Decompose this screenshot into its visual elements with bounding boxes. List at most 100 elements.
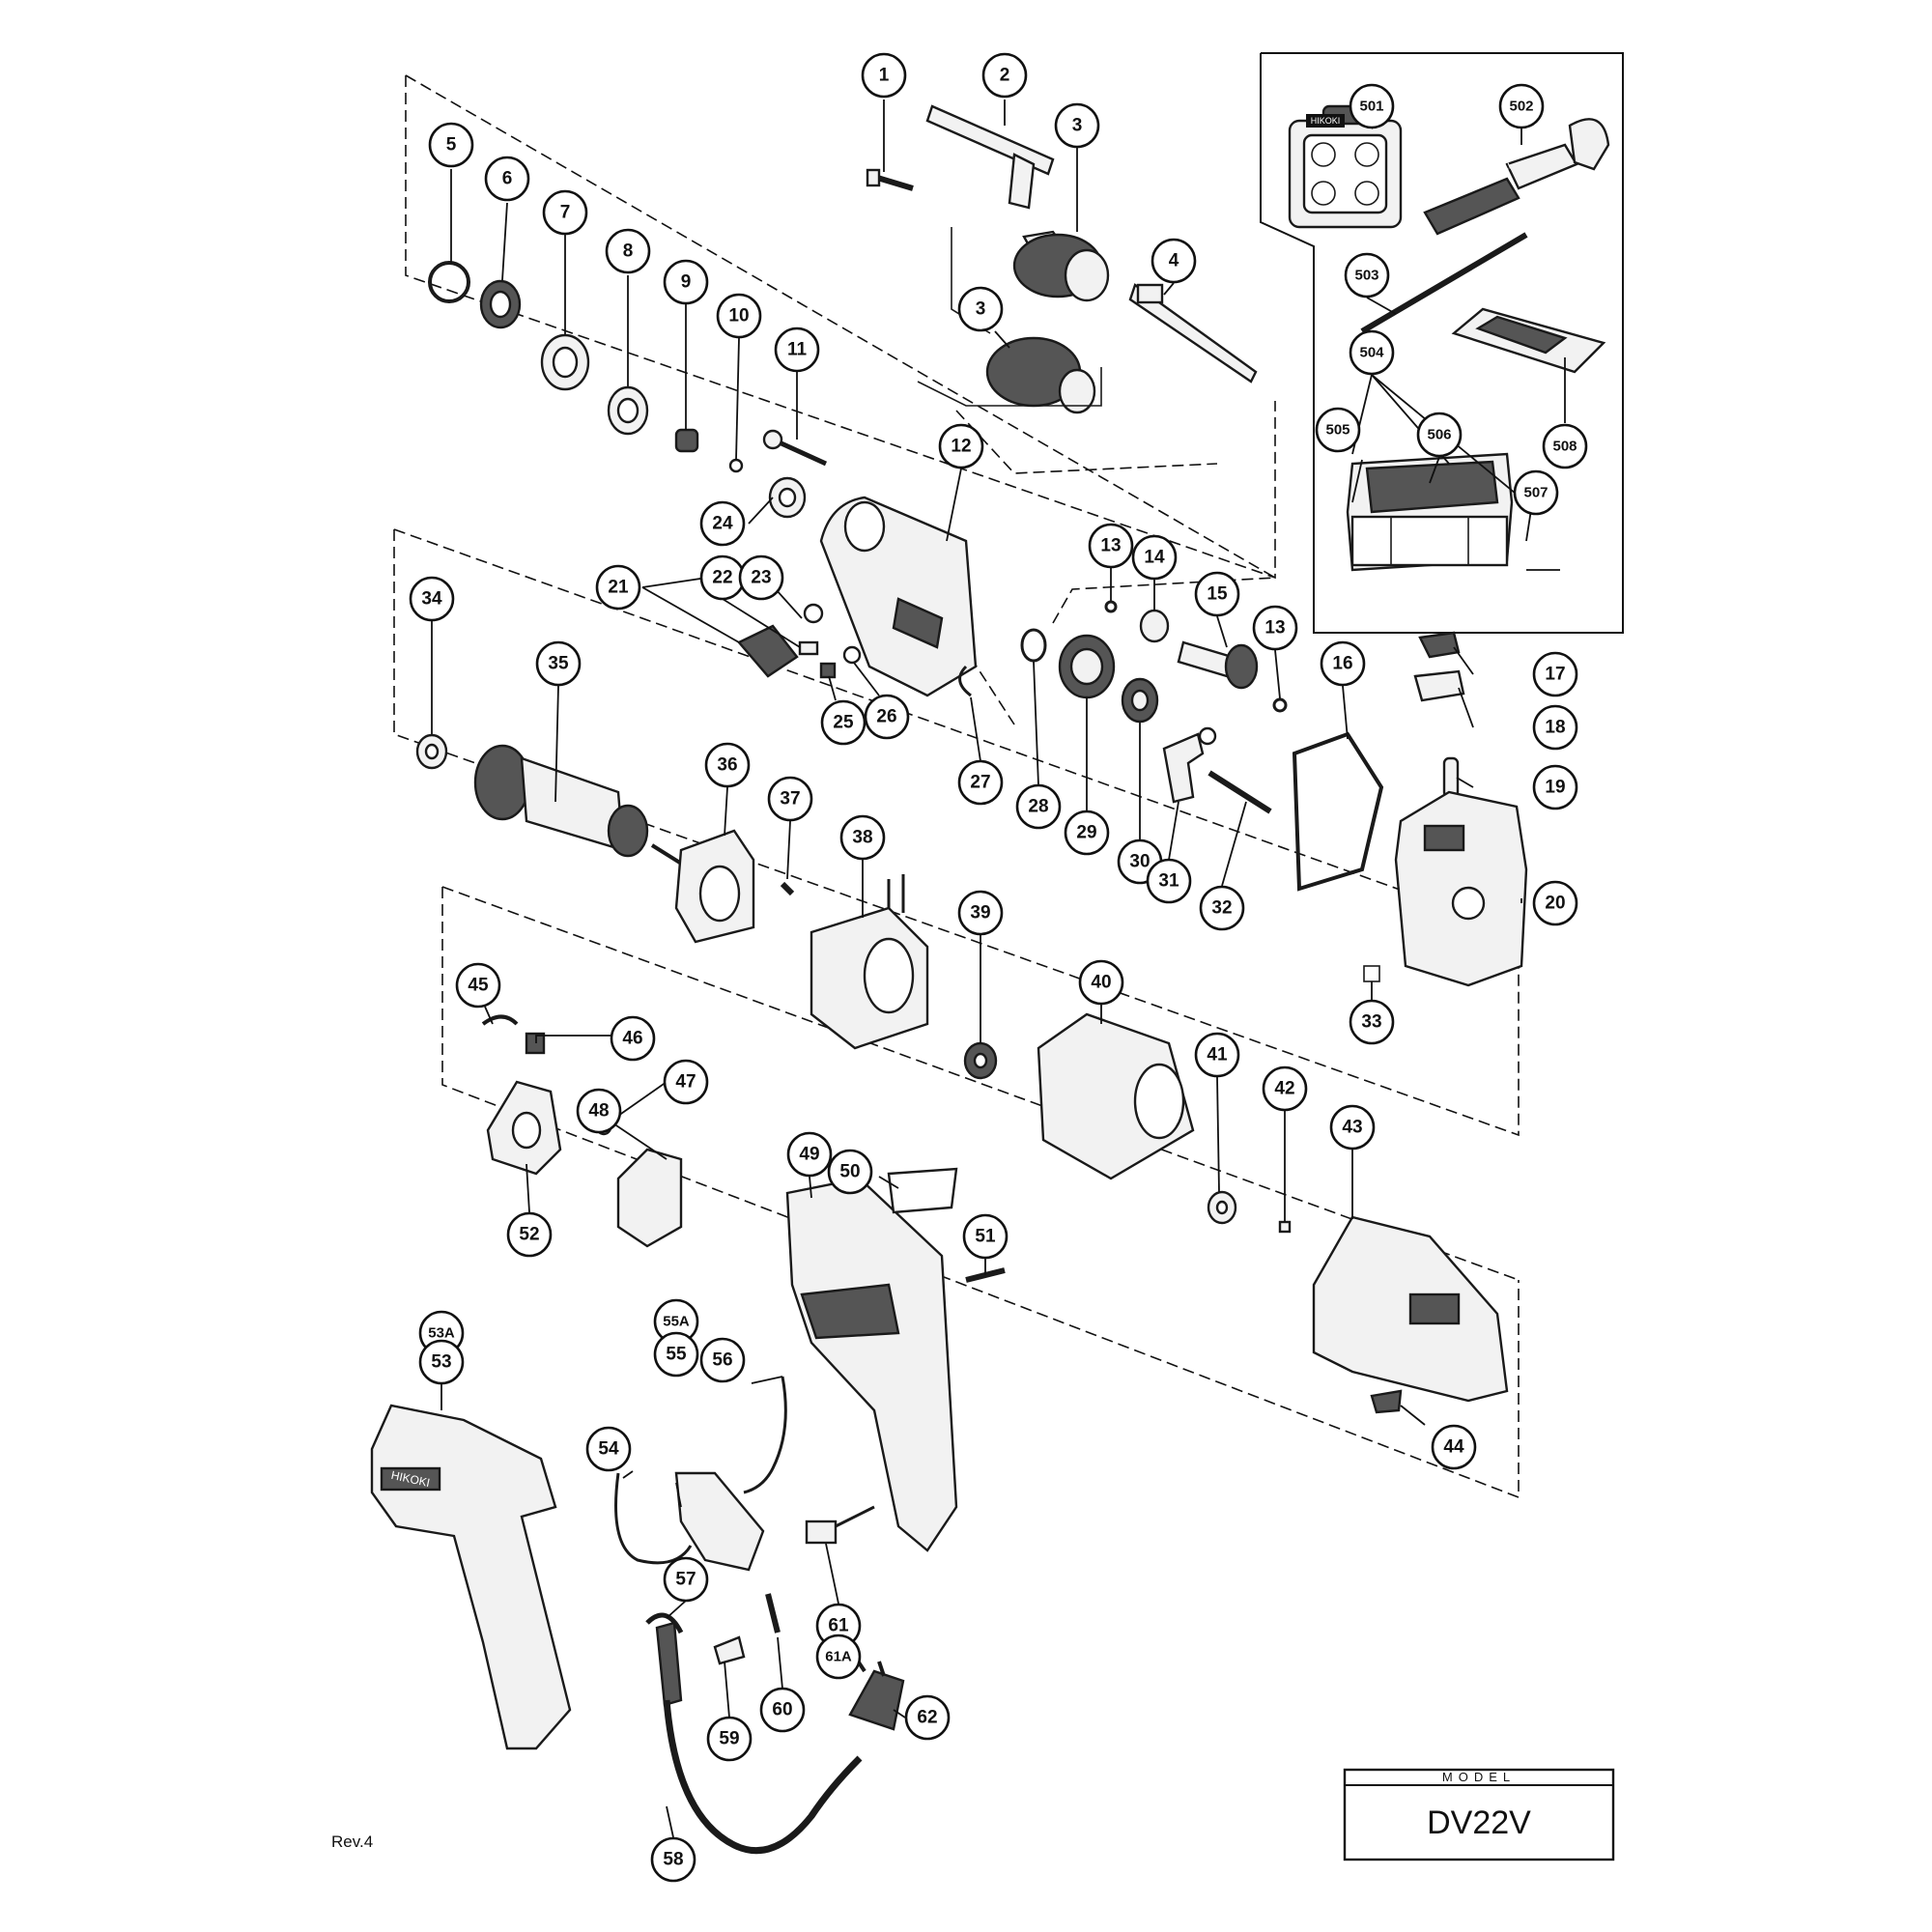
- screw-11: [762, 429, 828, 467]
- callout-number: 37: [780, 789, 800, 810]
- brand-text-case: HIKOKI: [1311, 116, 1341, 126]
- callout-number: 36: [717, 755, 737, 776]
- callout-number: 15: [1207, 584, 1228, 605]
- retaining-ring-13b: [1272, 697, 1288, 713]
- callout-circle: [1532, 704, 1578, 751]
- callout-number: 14: [1144, 548, 1165, 568]
- housing-43: [1312, 1215, 1509, 1403]
- callout-circle: [861, 52, 907, 99]
- callout-number: 42: [1274, 1079, 1294, 1099]
- callout-37: 37: [767, 776, 813, 822]
- boundary-handle: [441, 887, 1520, 1499]
- callout-12: 12: [938, 423, 984, 469]
- callout-circle: [1064, 810, 1110, 856]
- shift-knob-21: [737, 624, 819, 678]
- callout-number: 57: [675, 1570, 696, 1590]
- callout-51: 51: [962, 1213, 1009, 1260]
- callout-circle: [938, 423, 984, 469]
- brush-holder-52: [486, 1080, 562, 1176]
- callout-number: 55: [666, 1345, 687, 1365]
- callout-number: 9: [681, 272, 692, 293]
- name-plate-50: [887, 1167, 958, 1214]
- callout-circle: [904, 1694, 951, 1741]
- callout-circle: [957, 890, 1004, 936]
- needle-bearing-14: [1139, 609, 1170, 643]
- callout-circle: [1015, 783, 1062, 830]
- callout-number: 27: [970, 773, 990, 793]
- ball-bearing-7: [540, 333, 590, 391]
- callout-circle: [1054, 102, 1100, 149]
- callout-number: 7: [560, 203, 571, 223]
- callout-circle: [663, 1556, 709, 1603]
- callout-506: 506: [1416, 412, 1463, 458]
- callout-circle: [1416, 412, 1463, 458]
- callout-circle: [1151, 238, 1197, 284]
- ball-bearing-39: [963, 1041, 998, 1080]
- callout-14: 14: [1131, 534, 1178, 581]
- callout-45: 45: [455, 962, 501, 1009]
- callout-circle: [1320, 640, 1366, 687]
- callout-19: 19: [1532, 764, 1578, 810]
- callout-55: 55: [653, 1331, 699, 1378]
- callout-number: 54: [598, 1439, 619, 1460]
- callout-17: 17: [1532, 651, 1578, 697]
- callout-circle: [957, 759, 1004, 806]
- callout-34: 34: [409, 576, 455, 622]
- callout-number: 506: [1427, 427, 1451, 443]
- callout-number: 38: [852, 828, 872, 848]
- callout-circle: [1532, 764, 1578, 810]
- retaining-ring-13a: [1104, 600, 1118, 613]
- callout-circle: [1262, 1065, 1308, 1112]
- cord-clip-59: [713, 1635, 746, 1665]
- callout-circle: [506, 1211, 553, 1258]
- brush-lead-45: [481, 1014, 519, 1026]
- callout-circle: [1349, 83, 1395, 129]
- callout-number: 51: [975, 1227, 996, 1247]
- callout-13: 13: [1252, 605, 1298, 651]
- callout-circle: [1431, 1424, 1477, 1470]
- callout-18: 18: [1532, 704, 1578, 751]
- callout-39: 39: [957, 890, 1004, 936]
- callout-circle: [815, 1634, 862, 1680]
- callout-circle: [1344, 252, 1390, 298]
- callout-number: 47: [675, 1072, 696, 1093]
- model-box: MODEL DV22V: [1343, 1768, 1615, 1861]
- callout-54: 54: [585, 1426, 632, 1472]
- callout-number: 62: [917, 1708, 937, 1728]
- spindle-4: [1128, 283, 1258, 384]
- callout-number: 503: [1354, 268, 1378, 284]
- brush-holder-48: [616, 1148, 683, 1248]
- gasket-16: [1292, 731, 1384, 892]
- callout-circle: [981, 52, 1028, 99]
- brand-mark-case: HIKOKI: [1306, 114, 1345, 128]
- callout-circle: [653, 1331, 699, 1378]
- callout-504: 504: [1349, 329, 1395, 376]
- leader-lines: [431, 99, 1566, 1838]
- boundary-motor: [393, 529, 1520, 1137]
- callout-number: 12: [951, 437, 971, 457]
- callout-circle: [605, 228, 651, 274]
- callout-circle: [409, 576, 455, 622]
- callout-number: 501: [1359, 99, 1383, 115]
- callout-60: 60: [759, 1687, 806, 1733]
- callout-circle: [962, 1213, 1009, 1260]
- callout-48: 48: [576, 1088, 622, 1134]
- housing-40: [1037, 1012, 1195, 1180]
- case-insert-508: [1451, 307, 1606, 374]
- callout-33: 33: [1349, 999, 1395, 1045]
- callout-number: 13: [1100, 536, 1121, 556]
- callout-43: 43: [1329, 1104, 1376, 1151]
- callout-circle: [610, 1015, 656, 1062]
- callout-circle: [699, 500, 746, 547]
- lever-44: [1370, 1389, 1403, 1414]
- callout-26: 26: [864, 694, 910, 740]
- depth-gauge-503: [1360, 232, 1528, 334]
- callout-16: 16: [1320, 640, 1366, 687]
- screw-60: [765, 1593, 781, 1634]
- callout-circle: [704, 742, 751, 788]
- callout-circle: [820, 699, 867, 746]
- callout-21: 21: [595, 564, 641, 611]
- callout-circle: [542, 189, 588, 236]
- cord-armor-58: [655, 1621, 863, 1855]
